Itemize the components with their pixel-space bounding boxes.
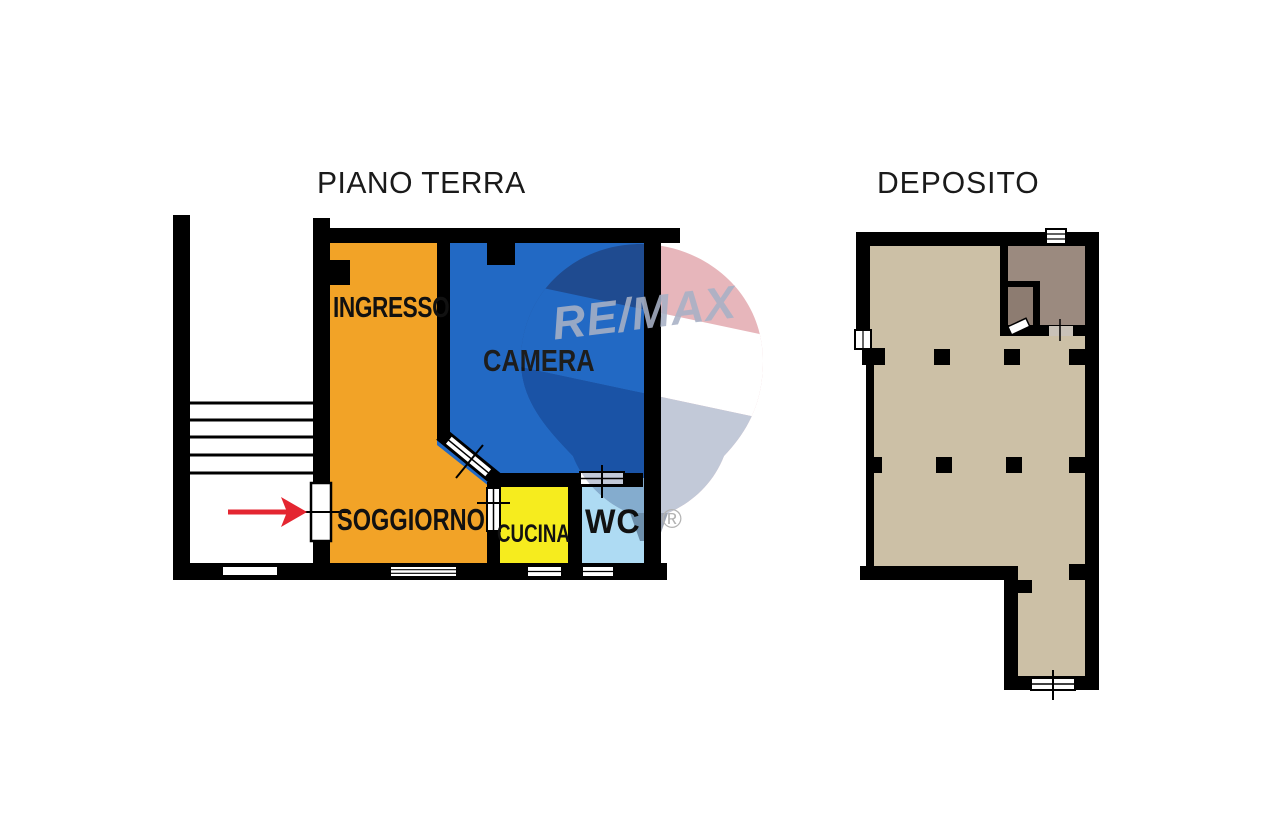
cucina-wc-wall xyxy=(568,487,582,563)
column-row1-a xyxy=(862,348,885,365)
storage-left-wall xyxy=(1000,246,1008,336)
deposito-left-window-symbol xyxy=(854,329,872,350)
cucina-door-symbol xyxy=(477,487,510,532)
room-label-wc: WC xyxy=(585,503,641,541)
deposito-plan xyxy=(854,228,1099,700)
closet-right-wall xyxy=(1033,281,1040,325)
deposito-left-wall-upper xyxy=(856,232,870,348)
column-row1-c xyxy=(1004,349,1020,365)
deposito-top-wall xyxy=(856,232,1099,246)
storage-opening-symbol xyxy=(1049,319,1073,341)
column-row2-a xyxy=(866,457,882,473)
column-row2-b xyxy=(936,457,952,473)
room-fill-closet xyxy=(1008,287,1033,325)
stairwell-left-wall xyxy=(173,215,190,575)
deposito-title: DEPOSITO xyxy=(877,165,1040,200)
room-label-ingresso: INGRESSO xyxy=(333,292,450,324)
deposito-openings xyxy=(854,228,1076,700)
stairs xyxy=(190,401,313,475)
room-fill-ingresso-soggiorno xyxy=(330,243,500,563)
soggiorno-camera-door-symbol xyxy=(443,433,494,480)
room-label-cucina: CUCINA xyxy=(497,520,570,548)
ingresso-camera-wall xyxy=(437,243,450,439)
column-row1-b xyxy=(934,349,950,365)
deposito-top-window-symbol xyxy=(1045,228,1067,245)
apartment-left-wall xyxy=(313,218,330,563)
camera-pillar xyxy=(487,243,515,265)
column-right-wall-lower xyxy=(1069,564,1085,580)
column-row1-d xyxy=(1069,349,1085,365)
deposito-bottom-wall xyxy=(860,566,1018,580)
deposito-right-wall xyxy=(1085,232,1099,690)
corridor-door-symbol xyxy=(1030,670,1076,700)
room-label-camera: CAMERA xyxy=(483,343,595,378)
column-row2-c xyxy=(1006,457,1022,473)
column-row2-d xyxy=(1069,457,1085,473)
soggiorno-window-symbol xyxy=(389,565,458,578)
corridor-left-wall xyxy=(1004,566,1018,690)
right-wall xyxy=(644,230,661,563)
wc-bottom-window-symbol xyxy=(581,565,615,578)
entrance-arrow xyxy=(228,497,307,527)
room-label-soggiorno: SOGGIORNO xyxy=(337,502,485,537)
corridor-corner-nub xyxy=(1018,580,1032,593)
entrance-arrow-head xyxy=(281,497,307,527)
closet-top-wall xyxy=(1008,281,1040,287)
stairwell-window-symbol xyxy=(221,565,279,577)
deposito-walls xyxy=(856,232,1099,690)
storage-bottom-wall xyxy=(1000,325,1085,336)
ingresso-pillar xyxy=(330,260,350,285)
storage-door-symbol xyxy=(1006,317,1031,336)
top-wall xyxy=(313,228,680,243)
piano-terra-title: PIANO TERRA xyxy=(317,165,526,200)
cucina-window-symbol xyxy=(526,565,563,578)
entrance-door-symbol xyxy=(301,481,349,543)
